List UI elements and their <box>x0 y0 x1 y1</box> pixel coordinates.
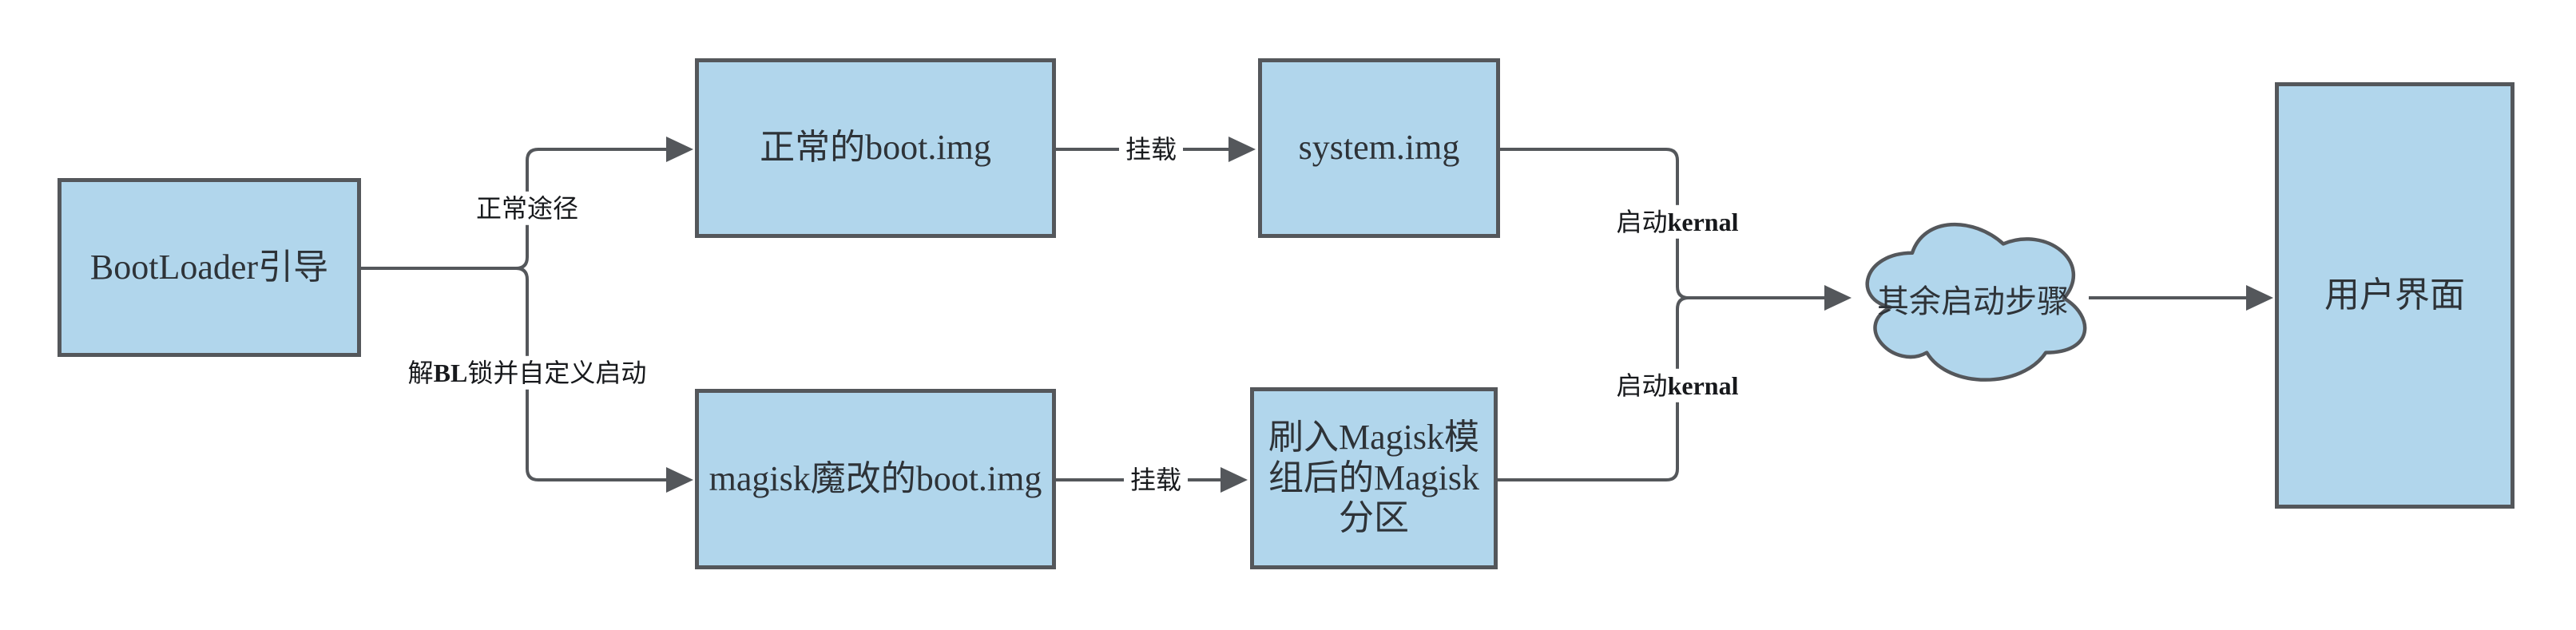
edge-label-unlock-bl: 解BL锁并自定义启动 <box>401 355 653 390</box>
edge-label-mount-top-text: 挂载 <box>1125 134 1177 164</box>
edge-label-kernal-top-prefix: 启动 <box>1616 207 1668 236</box>
node-system-img-label: system.img <box>1298 128 1460 168</box>
edge-label-kernal-top: 启动kernal <box>1610 204 1745 240</box>
edge-label-kernal-bottom-bold: kernal <box>1667 370 1739 400</box>
node-normal-boot-img-label: 正常的boot.img <box>760 128 991 168</box>
edge-label-unlock-suffix: 锁并自定义启动 <box>467 358 647 387</box>
node-normal-boot-img: 正常的boot.img <box>695 58 1056 238</box>
node-magisk-partition-line1: 刷入Magisk模 <box>1268 418 1479 458</box>
node-system-img: system.img <box>1258 58 1500 238</box>
node-magisk-partition-label: 刷入Magisk模 组后的Magisk 分区 <box>1268 418 1479 539</box>
arrowhead-normal-boot <box>666 137 693 162</box>
cloud-outline <box>1865 222 2087 382</box>
edge-label-mount-top: 挂载 <box>1118 132 1184 167</box>
edge-partition-to-cloud <box>1498 296 1689 481</box>
node-user-interface: 用户界面 <box>2275 82 2514 509</box>
edge-label-unlock-prefix: 解 <box>407 358 434 387</box>
edge-label-kernal-top-bold: kernal <box>1667 207 1739 236</box>
node-remaining-steps-label: 其余启动步骤 <box>1877 283 2069 319</box>
node-magisk-boot-img-label: magisk魔改的boot.img <box>708 458 1042 498</box>
edge-label-kernal-bottom: 启动kernal <box>1610 368 1745 403</box>
edge-label-mount-bottom-text: 挂载 <box>1129 465 1182 494</box>
arrowhead-magisk-partition <box>1221 467 1248 493</box>
node-magisk-boot-img: magisk魔改的boot.img <box>695 389 1056 569</box>
node-magisk-partition-line2: 组后的Magisk <box>1268 458 1479 497</box>
node-bootloader: BootLoader引导 <box>58 178 361 357</box>
arrowhead-system-img <box>1228 137 1256 162</box>
arrowhead-user-interface <box>2246 285 2273 311</box>
node-user-interface-label: 用户界面 <box>2324 275 2465 315</box>
node-magisk-partition: 刷入Magisk模 组后的Magisk 分区 <box>1250 387 1498 569</box>
edge-label-kernal-bottom-prefix: 启动 <box>1616 370 1668 400</box>
arrowhead-cloud <box>1824 285 1852 311</box>
node-remaining-steps-cloud: 其余启动步骤 <box>1852 208 2094 389</box>
node-magisk-partition-line3: 分区 <box>1339 498 1409 538</box>
edge-label-unlock-bold: BL <box>433 358 468 387</box>
edge-label-mount-bottom: 挂载 <box>1123 462 1189 497</box>
cloud-shape <box>1865 222 2087 382</box>
node-bootloader-label: BootLoader引导 <box>89 247 329 287</box>
arrowhead-magisk-boot <box>666 467 693 493</box>
edge-label-normal-path: 正常途径 <box>469 191 585 226</box>
edge-label-normal-path-text: 正常途径 <box>475 193 579 223</box>
